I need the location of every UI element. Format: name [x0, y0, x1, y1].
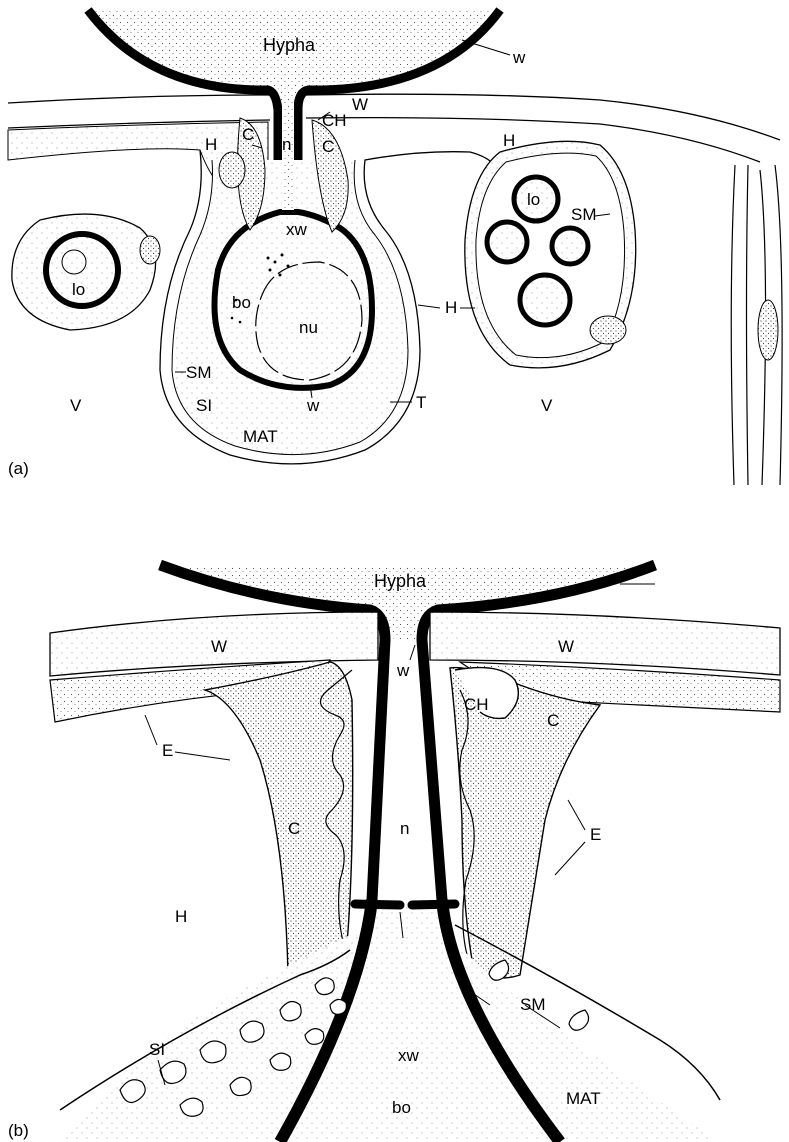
panel-a: Hypha w W CH C C n H H H xw lo lo SM bo … [8, 10, 782, 485]
label-lo-right-a: lo [527, 190, 540, 209]
chloroplast-left-a [140, 236, 160, 264]
label-V-left-a: V [70, 396, 82, 415]
label-bo-a: bo [232, 293, 251, 312]
lobe-right-4 [520, 275, 570, 325]
label-W-right-b: W [558, 637, 574, 656]
label-MAT-b: MAT [566, 1089, 601, 1108]
xw-septum-b [355, 904, 455, 905]
label-CH-b: CH [464, 695, 489, 714]
neck-a [282, 100, 294, 210]
label-W-a: W [352, 95, 368, 114]
label-H-left-a: H [205, 135, 217, 154]
label-SM-b: SM [520, 995, 546, 1014]
label-w-bottom-a: w [306, 396, 320, 415]
chloroplast-vertical-a [758, 300, 778, 360]
label-hypha-a: Hypha [263, 35, 316, 55]
label-w-top-a: w [512, 48, 526, 67]
label-SI-a: SI [196, 396, 212, 415]
panel-label-a: (a) [8, 459, 29, 478]
label-bo-b: bo [392, 1098, 411, 1117]
label-SM-left-a: SM [186, 363, 212, 382]
lobe-right-2 [487, 222, 527, 262]
label-C-right-a: C [322, 137, 334, 156]
label-SI-b: SI [149, 1040, 165, 1059]
label-C-left-a: C [242, 125, 254, 144]
lobe-right-3 [552, 228, 588, 264]
label-E-right-b: E [590, 825, 601, 844]
chloroplast-h-a [219, 152, 245, 188]
label-hypha-b: Hypha [374, 571, 427, 591]
label-H-b: H [175, 907, 187, 926]
chloroplast-right-a [590, 316, 626, 344]
label-n-b: n [400, 819, 409, 838]
label-C-lower-b: C [288, 819, 300, 838]
label-V-right-a: V [541, 396, 553, 415]
label-lo-left-a: lo [72, 280, 85, 299]
label-w-b: w [396, 661, 410, 680]
panel-label-b: (b) [8, 1121, 29, 1140]
label-MAT-a: MAT [243, 427, 278, 446]
label-H-upper-right-a: H [503, 131, 515, 150]
label-xw-b: xw [398, 1046, 420, 1065]
label-W-left-b: W [211, 637, 227, 656]
label-n-a: n [282, 135, 291, 154]
label-C-upper-b: C [547, 711, 559, 730]
label-H-mid-a: H [445, 298, 457, 317]
label-T-a: T [416, 393, 426, 412]
label-SM-right-a: SM [571, 205, 597, 224]
collar-left-b [205, 662, 353, 981]
label-xw-a: xw [286, 220, 308, 239]
panel-b: Hypha W W w CH C E C n E H SM SI xw bo M… [8, 565, 780, 1142]
label-nu-a: nu [299, 318, 318, 337]
label-CH-a: CH [322, 111, 347, 130]
haustorial-body-b [60, 900, 720, 1142]
label-E-left-b: E [162, 741, 173, 760]
